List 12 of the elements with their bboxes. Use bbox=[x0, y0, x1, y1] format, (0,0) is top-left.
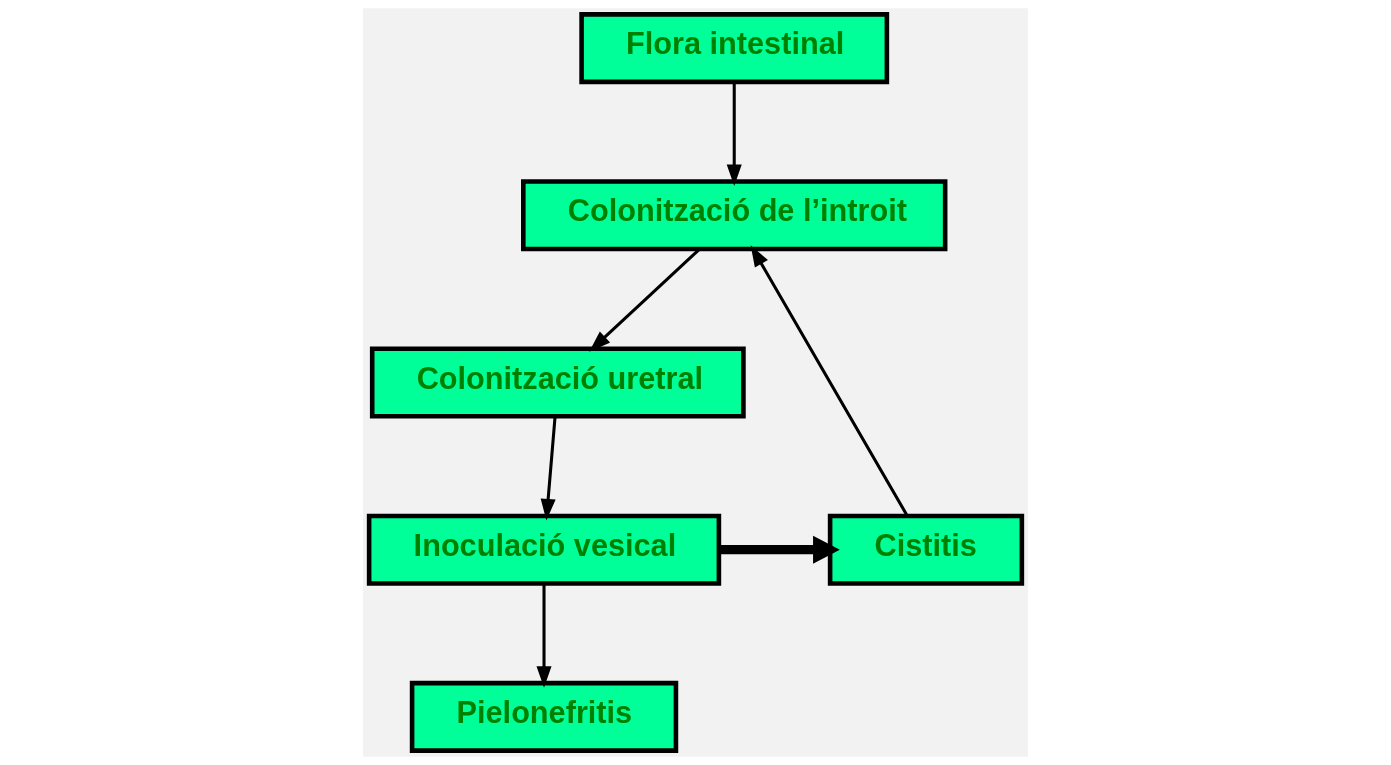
node-box: Flora intestinal bbox=[579, 12, 890, 85]
arrow bbox=[750, 245, 909, 517]
arrow bbox=[589, 248, 701, 352]
arrow bbox=[726, 82, 742, 187]
node-box: Colonització uretral bbox=[369, 346, 746, 419]
node-box: Colonització de l’introit bbox=[521, 179, 948, 252]
arrow bbox=[536, 583, 552, 688]
arrow bbox=[540, 416, 557, 521]
arrow bbox=[719, 535, 840, 564]
node-box: Cistitis bbox=[827, 513, 1025, 586]
node-box: Pielonefritis bbox=[409, 680, 679, 753]
node-box: Inoculació vesical bbox=[366, 513, 722, 586]
